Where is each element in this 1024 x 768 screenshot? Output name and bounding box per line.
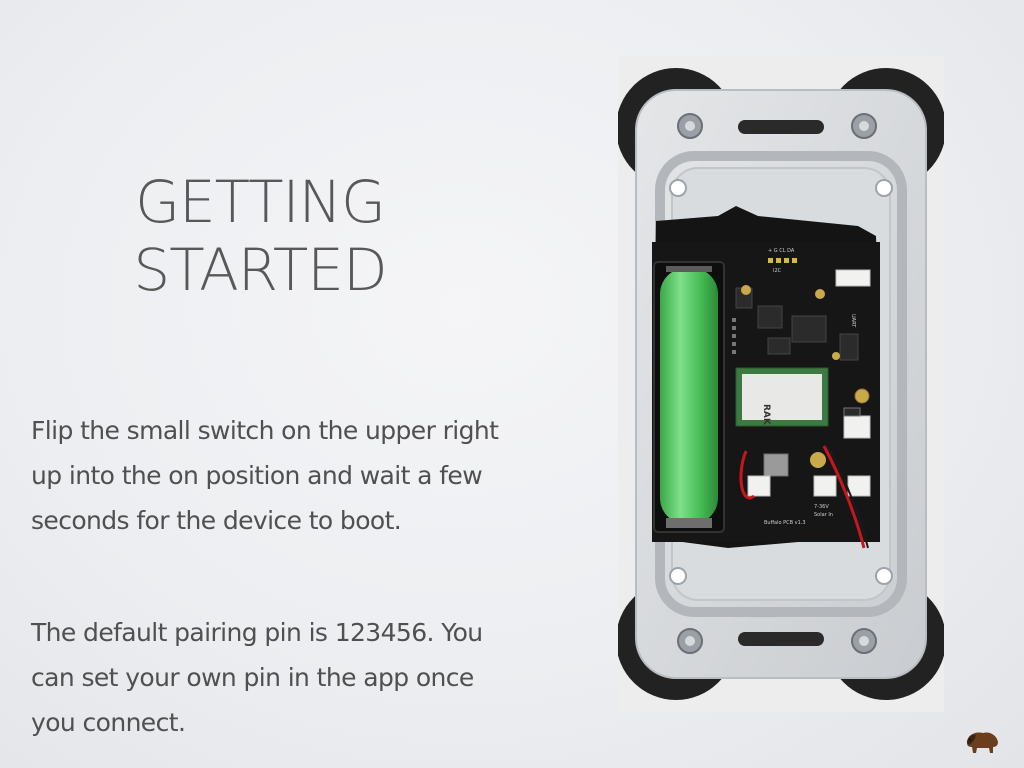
pcb-uart-label: UART [850,314,856,328]
wire-red-right [822,445,866,549]
wire-red-left [739,450,755,500]
solar-label: Solar In [814,512,833,518]
pcb-pins-label: + G CL DA [768,248,795,254]
input-voltage-label: 7-36V [814,504,829,510]
slide-title: GETTING STARTED [133,168,387,304]
bison-icon [967,732,998,753]
pcb-i2c-label: I2C [773,268,782,274]
module-label: RAK [761,404,771,426]
connector-top-right [835,269,871,287]
board-name-label: Buffalo PCB v1.3 [764,520,806,526]
power-switch [843,407,861,417]
instruction-paragraph: Flip the small switch on the upper right… [31,416,499,535]
pairing-pin-paragraph: The default pairing pin is 123456. You c… [31,618,483,737]
battery-cell [660,268,718,524]
device-photo: + G CL DA I2C UART [618,56,944,712]
